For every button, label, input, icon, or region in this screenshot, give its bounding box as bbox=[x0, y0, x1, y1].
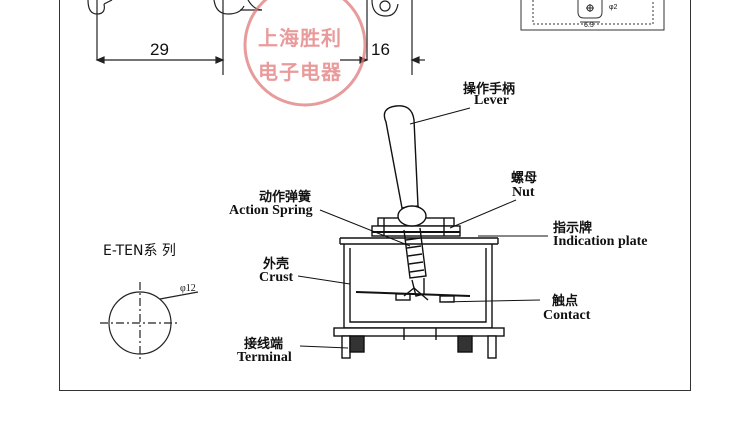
inset-panel bbox=[520, 0, 665, 31]
contact-part bbox=[355, 287, 471, 303]
top-bracket-left bbox=[87, 0, 113, 60]
top-bracket-middle bbox=[213, 0, 263, 75]
crust-label-cn: 外壳 bbox=[263, 257, 290, 272]
indication-plate-label-cn: 指示牌 bbox=[553, 221, 593, 236]
watermark-seal bbox=[243, 0, 367, 107]
dimension-16-label: 16 bbox=[371, 40, 390, 59]
watermark-line1: 上海胜利 bbox=[258, 26, 342, 50]
leader-lines bbox=[297, 107, 548, 349]
crust-label-en: Crust bbox=[259, 270, 294, 285]
hole-diameter-label: φ12 bbox=[180, 283, 196, 294]
watermark-line2: 电子电器 bbox=[258, 60, 342, 84]
inset-width-label: 6.3 bbox=[584, 22, 594, 29]
contact-label-cn: 触点 bbox=[552, 294, 579, 309]
action-spring-label-cn: 动作弹簧 bbox=[259, 190, 312, 205]
indication-plate-label-en: Indication plate bbox=[553, 234, 648, 249]
terminal-label-cn: 接线端 bbox=[244, 337, 284, 352]
terminal-label-en: Terminal bbox=[237, 350, 292, 365]
lever-label-cn: 操作手柄 bbox=[463, 82, 516, 97]
series-label: E-TEN系 列 bbox=[103, 243, 176, 259]
lever-label-en: Lever bbox=[474, 93, 509, 108]
contact-label-en: Contact bbox=[543, 308, 591, 323]
dimension-29 bbox=[95, 56, 225, 64]
nut-label-en: Nut bbox=[512, 185, 535, 200]
top-bracket-right bbox=[366, 0, 413, 75]
inset-diameter-label: φ2 bbox=[609, 4, 618, 11]
terminal-part bbox=[333, 327, 505, 359]
toggle-switch-section bbox=[333, 105, 505, 359]
hole-symbol bbox=[100, 282, 199, 362]
dimension-29-label: 29 bbox=[150, 40, 169, 59]
nut-label-cn: 螺母 bbox=[511, 171, 538, 186]
drawing-frame bbox=[59, 0, 691, 391]
action-spring-label-en: Action Spring bbox=[229, 203, 313, 218]
action-spring-part bbox=[403, 227, 427, 297]
